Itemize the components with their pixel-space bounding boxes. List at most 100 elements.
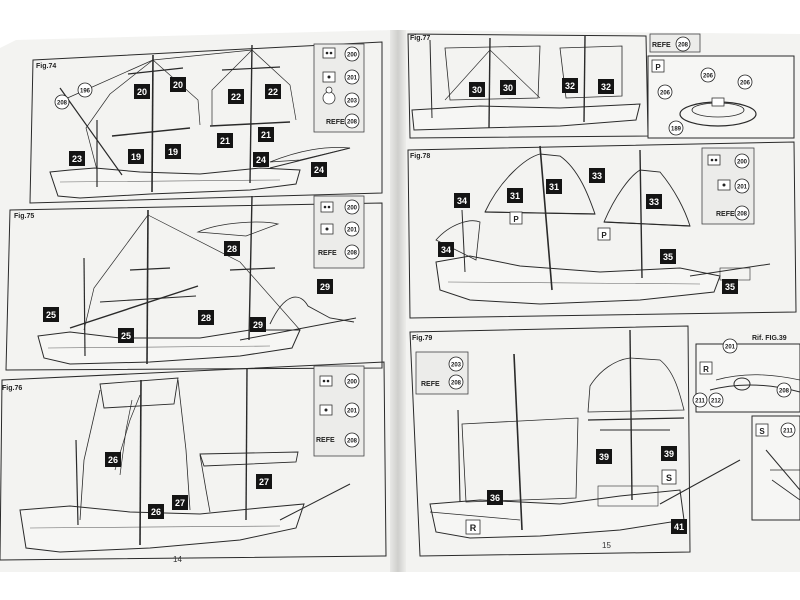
part-number: 200 bbox=[347, 206, 358, 212]
part-number-circle bbox=[344, 46, 360, 62]
fig79-panel: Fig.79 R S REFE 203 208 Rif. FIG.39 R 20… bbox=[409, 325, 800, 557]
step-number: 27 bbox=[259, 477, 269, 487]
step-number-badge: 41 bbox=[671, 519, 687, 534]
step-number: 32 bbox=[565, 81, 575, 91]
step-number-badge: 20 bbox=[170, 77, 186, 92]
step-number: 20 bbox=[137, 87, 147, 97]
detail-r-marker: R bbox=[470, 523, 477, 533]
step-number-badge: 26 bbox=[148, 504, 164, 519]
part-number: 208 bbox=[347, 120, 358, 126]
step-number: 23 bbox=[72, 154, 82, 164]
part-number-circle bbox=[344, 199, 360, 215]
step-number-badge: 33 bbox=[589, 168, 605, 183]
fig74-label: Fig.74 bbox=[36, 63, 56, 70]
part-number: 201 bbox=[737, 185, 748, 191]
step-number: 25 bbox=[121, 331, 131, 341]
part-number-circle bbox=[344, 402, 360, 418]
step-number-badge: 25 bbox=[118, 328, 134, 343]
mast bbox=[245, 367, 248, 521]
step-number-badge: 23 bbox=[69, 151, 85, 166]
part-number: 201 bbox=[347, 228, 358, 234]
detail-p-label: P bbox=[513, 215, 519, 224]
part-number-circle bbox=[734, 178, 750, 194]
step-number: 20 bbox=[173, 80, 183, 90]
step-number-badge: 19 bbox=[165, 144, 181, 159]
part-callout: 208 bbox=[779, 389, 790, 395]
step-number-badge: 31 bbox=[507, 188, 523, 203]
step-number: 19 bbox=[131, 152, 141, 162]
mast bbox=[139, 379, 142, 546]
step-number: 28 bbox=[201, 313, 211, 323]
part-number-circle bbox=[734, 205, 750, 221]
step-number: 39 bbox=[599, 452, 609, 462]
step-number: 22 bbox=[268, 87, 278, 97]
part-number: 201 bbox=[347, 76, 358, 82]
part-number: 201 bbox=[347, 409, 358, 415]
step-number-badge: 24 bbox=[311, 162, 327, 177]
step-number-badge: 34 bbox=[438, 242, 454, 257]
part-callout: 206 bbox=[660, 91, 671, 97]
fig76-label: Fig.76 bbox=[2, 385, 22, 392]
step-number: 41 bbox=[674, 522, 684, 532]
step-number-badge: 28 bbox=[224, 241, 240, 256]
mast bbox=[146, 209, 149, 365]
detail-p-label: P bbox=[655, 63, 661, 72]
mast bbox=[488, 37, 491, 129]
step-number: 32 bbox=[601, 82, 611, 92]
mast bbox=[248, 195, 253, 341]
fig75-label: Fig.75 bbox=[14, 213, 34, 220]
part-callout: 208 bbox=[57, 101, 68, 107]
part-callout: 206 bbox=[703, 74, 714, 80]
mast bbox=[83, 257, 86, 357]
part-number: 200 bbox=[347, 380, 358, 386]
mast bbox=[151, 54, 154, 193]
parts-list-refe: REFE bbox=[326, 119, 345, 126]
step-number-badge: 26 bbox=[105, 452, 121, 467]
step-number: 22 bbox=[231, 92, 241, 102]
mast bbox=[75, 439, 79, 526]
mast bbox=[429, 39, 433, 119]
step-number-badge: 27 bbox=[256, 474, 272, 489]
step-number: 30 bbox=[472, 85, 482, 95]
step-number: 35 bbox=[663, 252, 673, 262]
step-number-badge: 22 bbox=[228, 89, 244, 104]
part-callout: 211 bbox=[783, 429, 793, 435]
mast bbox=[457, 409, 461, 503]
fig77-panel: Fig.77 REFE 208 P 206 206 206 189 bbox=[407, 33, 795, 139]
step-number: 26 bbox=[108, 455, 118, 465]
part-number-circle bbox=[344, 244, 360, 260]
step-number-badge: 29 bbox=[317, 279, 333, 294]
detail-r-label: R bbox=[703, 365, 709, 374]
part-callout: 211 bbox=[695, 399, 705, 405]
step-number-badge: 31 bbox=[546, 179, 562, 194]
step-number: 39 bbox=[664, 449, 674, 459]
step-number: 31 bbox=[510, 191, 520, 201]
step-number-badge: 25 bbox=[43, 307, 59, 322]
step-number: 24 bbox=[314, 165, 324, 175]
step-number: 25 bbox=[46, 310, 56, 320]
part-callout: 208 bbox=[451, 381, 462, 387]
parts-list-refe: REFE bbox=[421, 381, 440, 388]
step-number: 30 bbox=[503, 83, 513, 93]
step-number-badge: 39 bbox=[596, 449, 612, 464]
step-number: 34 bbox=[457, 196, 467, 206]
ship-hull bbox=[435, 255, 721, 305]
part-number-circle bbox=[344, 373, 360, 389]
step-number-badge: 20 bbox=[134, 84, 150, 99]
step-number-badge: 21 bbox=[217, 133, 233, 148]
step-number: 26 bbox=[151, 507, 161, 517]
parts-list-refe: REFE bbox=[316, 437, 335, 444]
step-number: 21 bbox=[220, 136, 230, 146]
step-number: 27 bbox=[175, 498, 185, 508]
part-number-circle bbox=[344, 113, 360, 129]
step-number-badge: 35 bbox=[722, 279, 738, 294]
part-number: 200 bbox=[737, 160, 748, 166]
step-number: 24 bbox=[256, 155, 266, 165]
step-number: 19 bbox=[168, 147, 178, 157]
step-number-badge: 32 bbox=[598, 79, 614, 94]
page-gutter bbox=[390, 30, 406, 572]
step-number-badge: 32 bbox=[562, 78, 578, 93]
step-number: 28 bbox=[227, 244, 237, 254]
